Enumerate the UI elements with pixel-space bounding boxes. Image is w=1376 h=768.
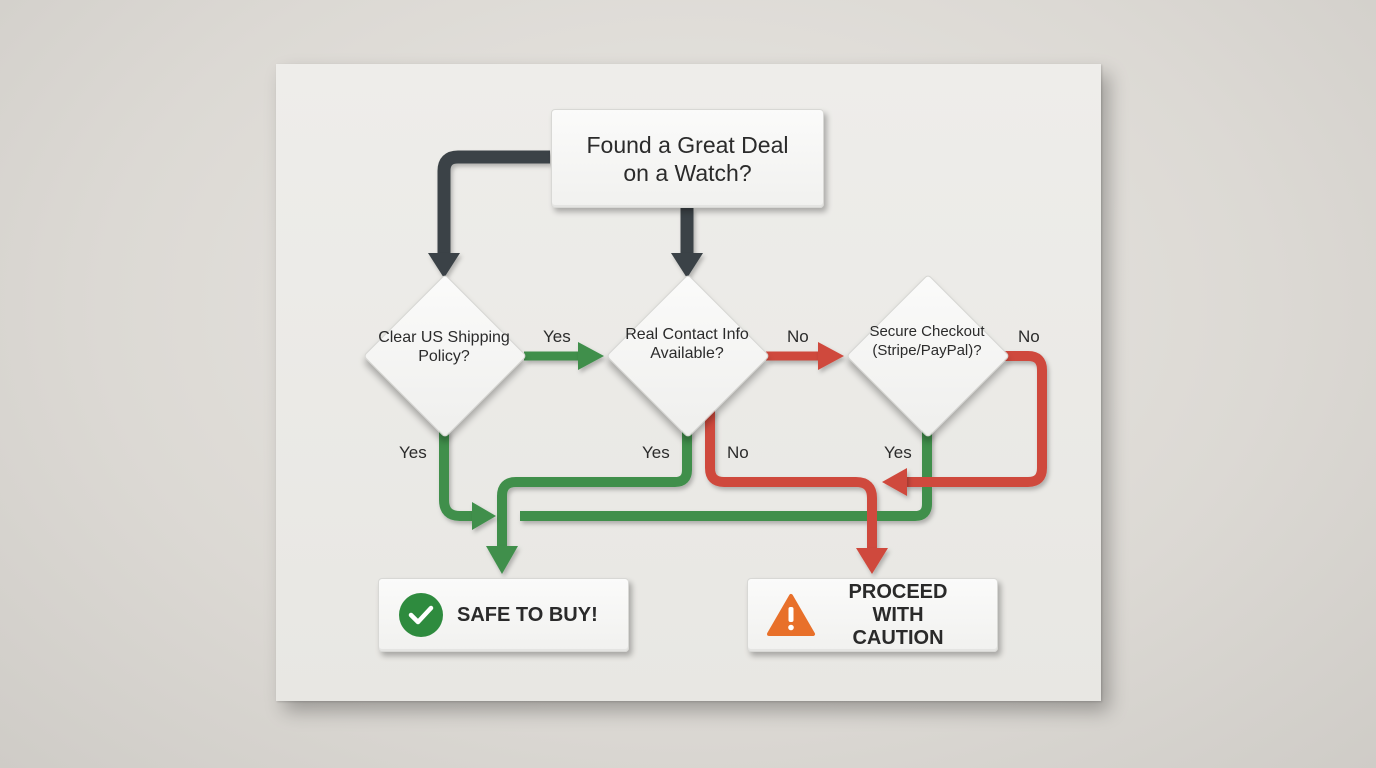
outcome-safe-label: SAFE TO BUY!	[457, 603, 598, 626]
decision-contact-label: Real Contact Info Available?	[625, 326, 749, 362]
edge-label-checkout-no: No	[1018, 327, 1040, 346]
outcome-caution-label: PROCEED WITH CAUTION	[848, 580, 948, 649]
check-circle-icon	[399, 593, 443, 637]
edge-label-shipping-yes-right: Yes	[543, 327, 571, 346]
edge-label-checkout-yes: Yes	[884, 443, 912, 462]
warning-triangle-icon	[766, 593, 816, 637]
edge-label-shipping-yes-down: Yes	[399, 443, 427, 462]
outcome-safe-node: SAFE TO BUY!	[378, 578, 629, 652]
start-node: Found a Great Deal on a Watch?	[551, 109, 824, 208]
decision-shipping-label: Clear US Shipping Policy?	[378, 329, 510, 365]
edge-label-contact-yes-down: Yes	[642, 443, 670, 462]
edge-label-contact-no-right: No	[787, 327, 809, 346]
decision-checkout-label: Secure Checkout (Stripe/PayPal)?	[869, 323, 985, 359]
outcome-caution-node: PROCEED WITH CAUTION	[747, 578, 998, 652]
edge-label-contact-no-down: No	[727, 443, 749, 462]
start-node-label: Found a Great Deal on a Watch?	[586, 131, 789, 186]
